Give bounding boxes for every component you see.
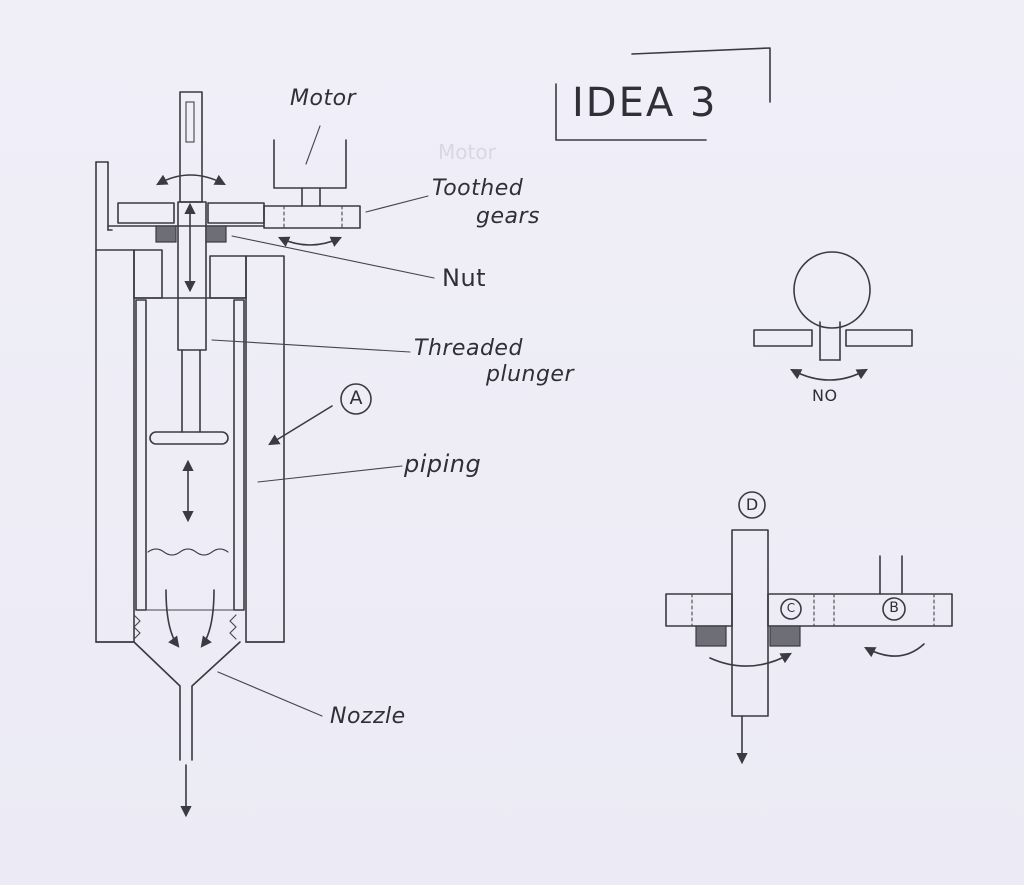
housing-top-right	[209, 255, 247, 299]
extruder-main	[95, 91, 361, 818]
callout-b: B	[889, 600, 899, 616]
no-detail	[753, 251, 913, 381]
label-piping: piping	[404, 450, 482, 478]
title-frame	[555, 47, 771, 141]
motor-gear	[263, 187, 361, 229]
housing-top-left	[133, 249, 163, 299]
label-toothed: Toothed	[432, 176, 524, 201]
label-no: NO	[812, 386, 838, 405]
gear-plate	[107, 202, 265, 231]
callout-a-circle	[340, 383, 372, 415]
piping-walls	[135, 299, 245, 611]
label-plunger: plunger	[486, 362, 575, 387]
nozzle-cone-left	[133, 641, 181, 761]
nut-left	[155, 225, 177, 243]
gear-detail	[665, 529, 953, 765]
callout-a: A	[349, 387, 363, 409]
housing-right-wall	[245, 255, 285, 643]
leader-lines	[211, 125, 435, 717]
label-gears: gears	[476, 204, 540, 229]
nozzle-cone-right	[191, 641, 241, 761]
label-motor: Motor	[290, 86, 357, 111]
shaft-rotation-arrow	[156, 174, 226, 186]
gear-rotation-arrow	[277, 236, 343, 247]
callout-c: C	[786, 601, 796, 615]
motor-body	[273, 139, 347, 189]
page-title: IDEA 3	[572, 80, 718, 126]
nut-right	[205, 225, 227, 243]
callout-b-circle	[882, 597, 906, 621]
label-nut: Nut	[442, 264, 487, 292]
callout-d: D	[745, 495, 759, 514]
callout-c-circle	[780, 598, 802, 620]
plunger-head	[149, 431, 229, 445]
housing-left-wall	[95, 161, 135, 643]
threaded-shaft	[177, 91, 207, 433]
label-nozzle: Nozzle	[330, 704, 406, 729]
callout-d-circle	[738, 491, 766, 519]
ghost-text-motor: Motor	[438, 140, 496, 164]
fluid-level	[147, 548, 229, 556]
label-threaded: Threaded	[414, 336, 523, 361]
